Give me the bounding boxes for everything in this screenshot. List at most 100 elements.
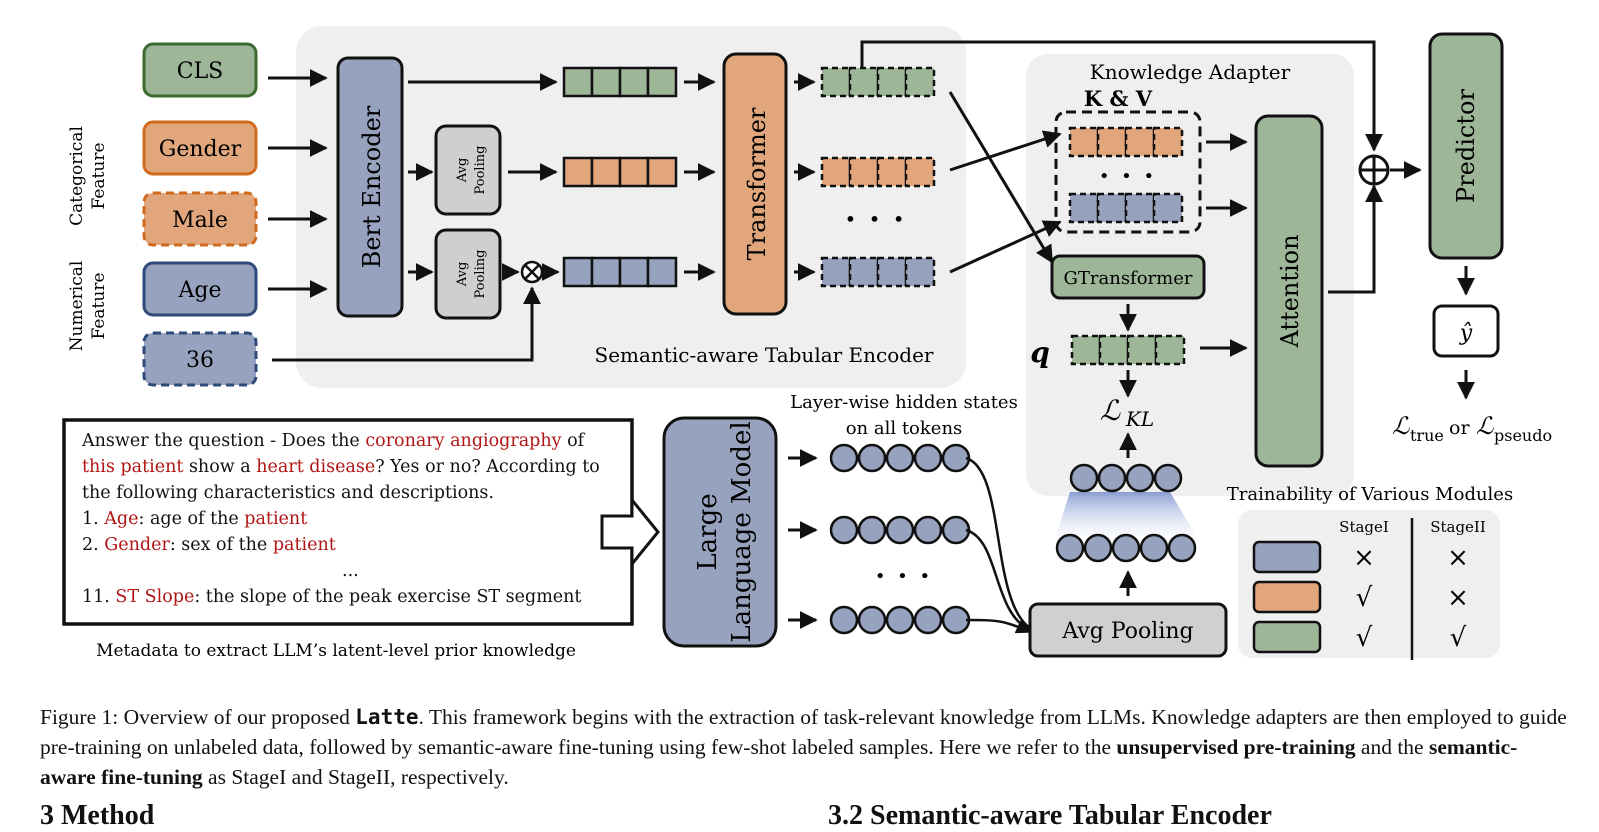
hidden-state-circle <box>941 515 971 545</box>
svg-text:36: 36 <box>186 348 214 373</box>
pooled-circle <box>1167 533 1197 563</box>
token-bar-numerical-out <box>820 256 936 288</box>
svg-text:true: true <box>1410 426 1444 445</box>
section-heading-method: 3 Method <box>40 800 155 831</box>
trainability-title: Trainability of Various Modules <box>1227 484 1513 505</box>
stage1-mark: √ <box>1356 623 1373 653</box>
svg-text:Transformer: Transformer <box>743 107 771 260</box>
svg-text:Gender: Gender <box>159 137 242 162</box>
prompt-line: the following characteristics and descri… <box>82 483 494 503</box>
pooled-circle <box>1055 533 1085 563</box>
kv-label: K & V <box>1084 86 1153 111</box>
kv-bar-blue <box>1068 192 1184 224</box>
hidden-state-circle <box>829 515 859 545</box>
prompt-box <box>62 418 634 626</box>
encoder-arrows <box>272 73 560 362</box>
transformer-block: Transformer <box>722 52 788 316</box>
svg-text:Avg: Avg <box>455 262 470 288</box>
loss-kl: ℒ KL <box>1100 394 1154 431</box>
avg-pooling-categorical: Avg Pooling <box>434 124 502 216</box>
hidden-state-circle <box>941 605 971 635</box>
caption-text-2: and the <box>1355 735 1429 759</box>
trainability-swatch <box>1252 540 1322 574</box>
stage2-mark: × <box>1447 543 1469 573</box>
svg-text:GTransformer: GTransformer <box>1064 268 1193 289</box>
stage2-mark: √ <box>1450 623 1467 653</box>
pooled-circle <box>1083 533 1113 563</box>
projected-circle <box>1097 463 1127 493</box>
prompt-line: 2. Gender: sex of the patient <box>82 535 336 555</box>
svg-text:Attention: Attention <box>1276 234 1304 348</box>
prompt-line: 11. ST Slope: the slope of the peak exer… <box>82 587 581 607</box>
kv-bars <box>1068 126 1184 224</box>
svg-text:Age: Age <box>178 278 222 303</box>
svg-text:Predictor: Predictor <box>1452 89 1480 203</box>
male-input: Male <box>142 191 258 247</box>
svg-text:Large: Large <box>693 493 723 570</box>
q-label: q <box>1030 336 1050 369</box>
svg-text:ℒ: ℒ <box>1392 412 1410 440</box>
encoder-ellipsis: • • • <box>844 207 907 231</box>
gender-input: Gender <box>142 120 258 176</box>
predictor-block: Predictor <box>1428 32 1504 260</box>
hidden-state-circle <box>885 443 915 473</box>
prompt-to-llm-arrow <box>600 495 660 569</box>
projection-fan <box>1056 492 1196 536</box>
trainability-swatch <box>1252 620 1322 654</box>
hidden-state-circle <box>829 443 859 473</box>
categorical-label-1: Categorical <box>67 126 87 226</box>
numerical-label-2: Feature <box>89 272 109 339</box>
attention-in-arrows <box>1200 133 1248 357</box>
figure-diagram: Categorical Feature Numerical Feature CL… <box>62 26 1552 661</box>
caption-prefix: Figure 1: Overview of our proposed <box>40 705 356 729</box>
hidden-state-circle <box>857 605 887 635</box>
token-bar-categorical-out <box>820 156 936 188</box>
hidden-state-circle <box>913 443 943 473</box>
token-bar-cls <box>562 66 678 98</box>
trainability-rows: ××√×√√ <box>1252 540 1469 654</box>
svg-text:Pooling: Pooling <box>473 250 488 299</box>
hidden-state-circle <box>941 443 971 473</box>
svg-text:Avg Pooling: Avg Pooling <box>1061 619 1193 644</box>
token-bars-post <box>820 66 936 288</box>
q-bars <box>1070 334 1186 366</box>
kv-ellipsis: • • • <box>1099 166 1157 187</box>
caption-model-name: Latte <box>355 705 419 729</box>
caption-bold-2: semantic-aware fine-tuning <box>40 735 1518 789</box>
svg-text:Language Model: Language Model <box>727 421 757 642</box>
pooled-circle <box>1139 533 1169 563</box>
multiply-operator <box>520 260 544 284</box>
hidden-state-circle <box>913 605 943 635</box>
figure-caption: Figure 1: Overview of our proposed Latte… <box>40 702 1570 792</box>
projected-circle <box>1069 463 1099 493</box>
hidden-state-circle <box>885 515 915 545</box>
hidden-states-label-1: Layer-wise hidden states <box>790 392 1018 413</box>
prompt-line: 1. Age: age of the patient <box>82 509 307 529</box>
svg-text:ℒ: ℒ <box>1100 394 1121 427</box>
token-bar-numerical <box>562 256 678 288</box>
adapter-in-arrows <box>948 91 1062 274</box>
svg-text:pseudo: pseudo <box>1494 426 1552 445</box>
prompt-line: Answer the question - Does the coronary … <box>81 431 586 451</box>
caption-text-3: as StageI and StageII, respectively. <box>202 765 509 789</box>
avg-pooling-numerical: Avg Pooling <box>434 228 502 320</box>
sum-operator <box>1358 154 1390 186</box>
hidden-to-pooling-curves <box>965 456 1032 634</box>
hidden-state-circle <box>829 605 859 635</box>
large-language-model: Large Language Model <box>662 416 778 648</box>
transformer-in-arrows <box>684 73 816 281</box>
age-input: Age <box>142 261 258 317</box>
llm-out-arrows <box>788 449 818 629</box>
categorical-label-2: Feature <box>89 142 109 209</box>
hidden-state-circle <box>857 443 887 473</box>
token-bar-categorical <box>562 156 678 188</box>
svg-text:Bert Encoder: Bert Encoder <box>358 105 386 268</box>
stage2-mark: × <box>1447 583 1469 613</box>
input-arrows <box>268 69 328 298</box>
caption-bold-1: unsupervised pre-training <box>1116 735 1356 759</box>
token-bars-pre <box>562 66 678 288</box>
attention-block: Attention <box>1254 114 1324 468</box>
svg-text:KL: KL <box>1125 407 1154 431</box>
hidden-state-circle <box>857 515 887 545</box>
y-hat-box: ŷ <box>1432 304 1500 358</box>
